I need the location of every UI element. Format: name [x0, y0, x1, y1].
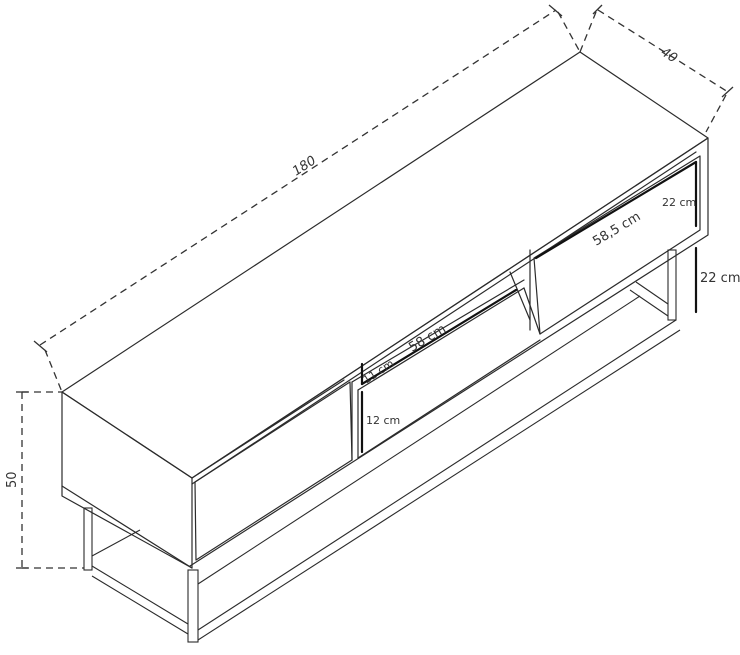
drawer-front-height-label: 22 cm — [662, 196, 696, 209]
bottom-frame-rail — [197, 295, 681, 641]
left-drawer — [194, 379, 353, 561]
depth-dimension-line — [579, 4, 734, 133]
cabinet-body — [61, 51, 709, 569]
left-leg-frame — [83, 507, 199, 643]
right-drawer — [529, 155, 701, 335]
width-dimension-line — [33, 4, 581, 393]
right-section-height-label: 22 cm — [700, 271, 740, 286]
shelf-opening-height-label: 12 cm — [366, 414, 400, 427]
height-dimension-line — [16, 391, 84, 569]
measure-markers — [360, 160, 698, 454]
height-label: 50 — [5, 471, 20, 488]
right-leg-frame — [629, 249, 677, 321]
width-label: 180 — [290, 153, 319, 179]
middle-open-shelf — [351, 271, 541, 461]
drawer-width-label: 58,5 cm — [590, 209, 643, 249]
depth-label: 40 — [658, 45, 680, 67]
